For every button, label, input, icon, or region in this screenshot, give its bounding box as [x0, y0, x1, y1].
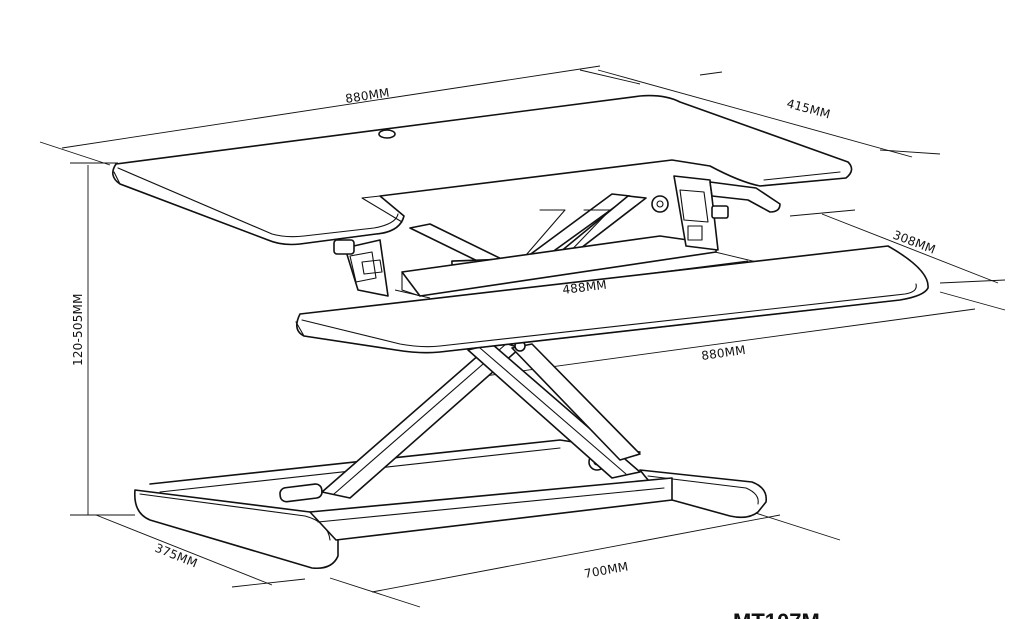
base-depth-label: 375MM [153, 541, 200, 571]
height-range-label: 120-505MM [71, 293, 85, 366]
top-width-label: 880MM [344, 86, 390, 106]
keyboard-tray [295, 235, 929, 354]
lift-handles [333, 175, 781, 297]
top-depth-label: 415MM [785, 96, 832, 121]
desk-top [112, 94, 853, 246]
base-width-label: 700MM [583, 559, 629, 581]
model-code: MT107M [733, 609, 820, 619]
keyboard-width-label: 880MM [700, 343, 746, 363]
keyboard-inner-label: 488MM [562, 278, 608, 297]
base-frame [133, 439, 768, 570]
